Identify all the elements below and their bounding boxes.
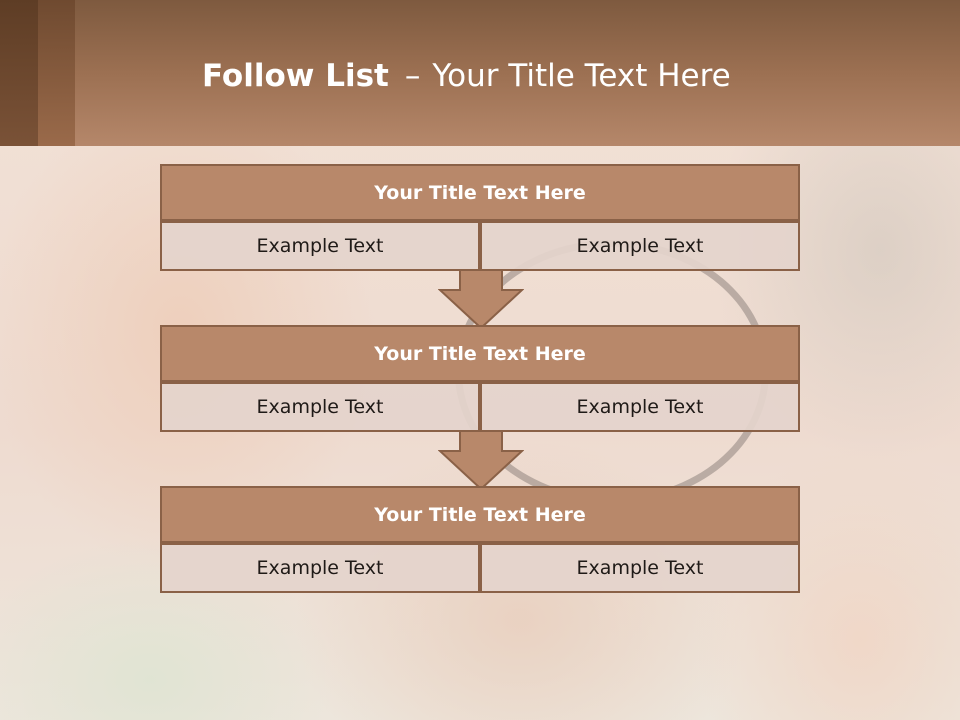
block-1-right-cell: Example Text	[480, 221, 800, 271]
block-3-right-cell: Example Text	[480, 543, 800, 593]
list-block-3: Your Title Text Here Example Text Exampl…	[160, 486, 800, 593]
block-3-left-cell: Example Text	[160, 543, 480, 593]
block-title-3: Your Title Text Here	[160, 486, 800, 543]
block-title-2: Your Title Text Here	[160, 325, 800, 382]
down-arrow-icon	[438, 431, 524, 491]
slide-title-bold: Follow List	[202, 58, 389, 94]
slide-title-separator: –	[404, 58, 421, 94]
list-block-2: Your Title Text Here Example Text Exampl…	[160, 325, 800, 432]
slide-title: Follow List–Your Title Text Here	[202, 56, 731, 96]
header-accent-dark	[0, 0, 38, 146]
down-arrow-icon	[438, 270, 524, 330]
slide-title-rest: Your Title Text Here	[432, 58, 731, 94]
block-2-right-cell: Example Text	[480, 382, 800, 432]
block-2-left-cell: Example Text	[160, 382, 480, 432]
list-block-1: Your Title Text Here Example Text Exampl…	[160, 164, 800, 271]
block-title-1: Your Title Text Here	[160, 164, 800, 221]
header-bar: Follow List–Your Title Text Here	[0, 0, 960, 146]
header-accent-mid	[38, 0, 75, 146]
block-1-left-cell: Example Text	[160, 221, 480, 271]
